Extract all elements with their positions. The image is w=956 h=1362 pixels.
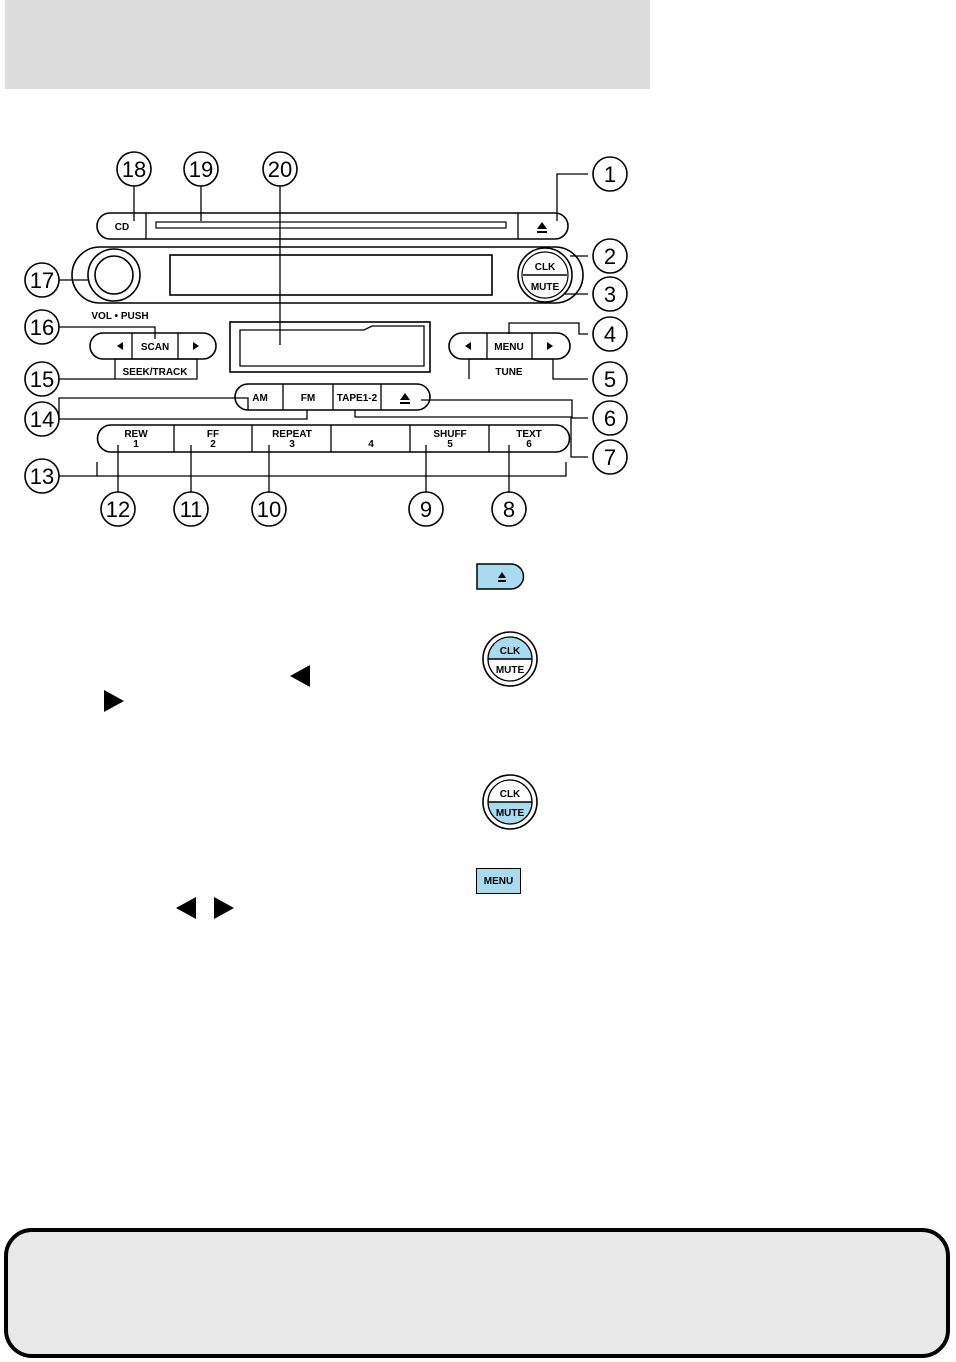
seek-scan-group <box>89 332 217 360</box>
callout-18: 18 <box>116 151 152 187</box>
eject-icon[interactable] <box>537 222 547 233</box>
arrow-left-icon <box>176 897 196 919</box>
clk-mute-icon-mute-highlighted: CLK MUTE <box>482 774 538 830</box>
callout-1: 1 <box>592 156 628 192</box>
display-panel <box>169 254 493 296</box>
svg-text:12: 12 <box>106 497 130 522</box>
svg-text:20: 20 <box>268 157 292 182</box>
menu-button-icon: MENU <box>476 868 521 894</box>
mute-icon-label: MUTE <box>496 808 525 819</box>
vol-push-label: VOL • PUSH <box>91 311 148 322</box>
callout-10: 10 <box>251 491 287 527</box>
cassette-door <box>239 325 425 367</box>
svg-text:19: 19 <box>189 157 213 182</box>
preset-6-top[interactable]: TEXT <box>516 429 542 440</box>
callout-19: 19 <box>183 151 219 187</box>
svg-text:18: 18 <box>122 157 146 182</box>
clk-label[interactable]: CLK <box>535 262 556 273</box>
callout-3: 3 <box>592 276 628 312</box>
callout-9: 9 <box>408 491 444 527</box>
svg-text:17: 17 <box>30 268 54 293</box>
callout-8: 8 <box>491 491 527 527</box>
svg-text:2: 2 <box>604 244 616 269</box>
svg-text:13: 13 <box>30 464 54 489</box>
svg-text:8: 8 <box>503 497 515 522</box>
band-row <box>234 383 431 411</box>
svg-text:16: 16 <box>30 315 54 340</box>
cd-slot-bar <box>96 212 569 240</box>
am-label[interactable]: AM <box>252 393 268 404</box>
volume-knob[interactable] <box>94 255 134 295</box>
tape-label[interactable]: TAPE1-2 <box>337 393 378 404</box>
preset-2-bottom[interactable]: 2 <box>210 439 216 450</box>
preset-5-bottom[interactable]: 5 <box>447 439 453 450</box>
callout-6: 6 <box>592 400 628 436</box>
svg-text:5: 5 <box>604 367 616 392</box>
seek-right-icon[interactable] <box>193 342 199 350</box>
svg-text:9: 9 <box>420 497 432 522</box>
cd-button-label[interactable]: CD <box>115 222 129 233</box>
cassette-door-outer <box>229 321 431 373</box>
fm-label[interactable]: FM <box>301 393 315 404</box>
menu-label[interactable]: MENU <box>494 342 523 353</box>
svg-text:1: 1 <box>604 162 616 187</box>
tune-label: TUNE <box>495 367 523 378</box>
preset-5-top[interactable]: SHUFF <box>433 429 466 440</box>
preset-2-top[interactable]: FF <box>207 429 219 440</box>
svg-text:3: 3 <box>604 282 616 307</box>
tune-right-icon[interactable] <box>547 342 553 350</box>
callout-12: 12 <box>100 491 136 527</box>
svg-text:6: 6 <box>604 406 616 431</box>
clk-icon-label: CLK <box>500 789 521 800</box>
svg-text:11: 11 <box>180 497 203 522</box>
callout-7: 7 <box>592 439 628 475</box>
preset-1-bottom[interactable]: 1 <box>133 439 139 450</box>
svg-text:10: 10 <box>257 497 281 522</box>
tune-left-icon[interactable] <box>465 342 471 350</box>
scan-label[interactable]: SCAN <box>141 342 169 353</box>
preset-3-top[interactable]: REPEAT <box>272 429 312 440</box>
callout-13: 13 <box>24 458 60 494</box>
clk-icon-label: CLK <box>500 646 521 657</box>
menu-tune-group <box>448 332 571 360</box>
callout-16: 16 <box>24 309 60 345</box>
preset-4-bottom[interactable]: 4 <box>368 439 374 450</box>
radio-diagram: CD CLK MUTE VOL • PUSH SCAN SEEK/TRACK M… <box>24 151 628 527</box>
base-bracket <box>96 462 567 477</box>
callout-17: 17 <box>24 262 60 298</box>
svg-text:14: 14 <box>30 407 54 432</box>
clk-mute-icon-clk-highlighted: CLK MUTE <box>482 631 538 687</box>
callout-2: 2 <box>592 238 628 274</box>
mute-label[interactable]: MUTE <box>531 282 560 293</box>
header-bar <box>5 0 650 89</box>
svg-text:4: 4 <box>604 322 616 347</box>
callout-11: 11 <box>173 491 209 527</box>
svg-text:7: 7 <box>604 445 616 470</box>
preset-1-top[interactable]: REW <box>124 429 148 440</box>
footer-box <box>4 1228 950 1358</box>
cd-slot <box>155 221 507 229</box>
callout-20: 20 <box>262 151 298 187</box>
leader-lines <box>58 173 588 494</box>
callout-4: 4 <box>592 316 628 352</box>
callout-5: 5 <box>592 361 628 397</box>
mute-icon-label: MUTE <box>496 665 525 676</box>
svg-text:15: 15 <box>30 367 54 392</box>
seek-track-label: SEEK/TRACK <box>122 367 188 378</box>
preset-6-bottom[interactable]: 6 <box>526 439 532 450</box>
tape-eject-icon[interactable] <box>400 393 410 404</box>
preset-row <box>96 424 571 453</box>
preset-3-bottom[interactable]: 3 <box>289 439 295 450</box>
callout-15: 15 <box>24 361 60 397</box>
arrow-right-icon <box>214 897 234 919</box>
eject-button-icon <box>476 563 525 590</box>
callout-14: 14 <box>24 401 60 437</box>
arrow-right-icon <box>104 690 124 712</box>
faceplate <box>71 246 584 304</box>
arrow-left-icon <box>290 665 310 687</box>
seek-left-icon[interactable] <box>117 342 123 350</box>
